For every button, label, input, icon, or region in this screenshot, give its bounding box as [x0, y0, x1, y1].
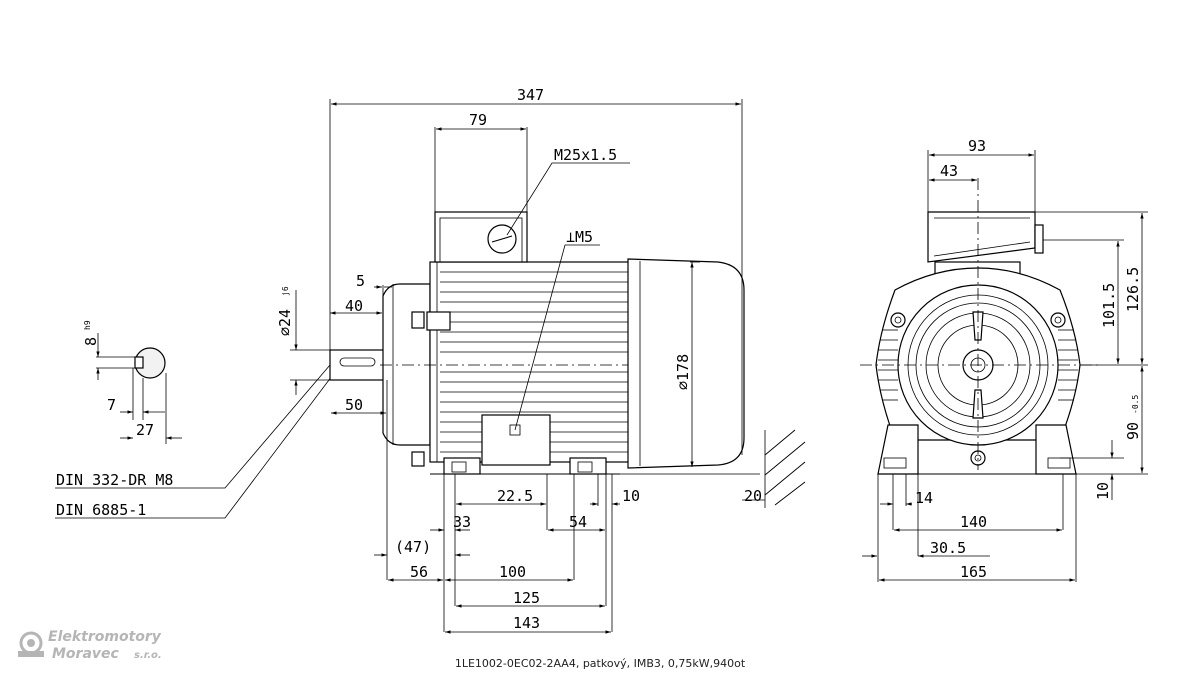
- company-logo: [18, 631, 44, 657]
- drawing-caption: 1LE1002-0EC02-2AA4, patkový, IMB3, 0,75k…: [455, 657, 746, 670]
- dim-143: 143: [513, 614, 540, 632]
- dim-ground-20: 20: [744, 487, 762, 505]
- dim-front-30-5: 30.5: [930, 539, 966, 557]
- note-din-332: DIN 332-DR M8: [56, 471, 173, 489]
- logo-suffix: s.r.o.: [134, 650, 162, 661]
- dim-shaft-tolerance: j6: [281, 286, 290, 296]
- dim-overall-length: 347: [517, 86, 544, 104]
- logo-line-2: Moravec: [52, 646, 120, 662]
- dim-front-93: 93: [968, 137, 986, 155]
- dim-key-length: 40: [345, 297, 363, 315]
- dim-front-43: 43: [940, 162, 958, 180]
- din-leader-lines: [55, 364, 339, 519]
- dim-front-101-5: 101.5: [1100, 283, 1118, 328]
- dim-front-126-5: 126.5: [1124, 267, 1142, 312]
- dim-125: 125: [513, 589, 540, 607]
- dim-22-5: 22.5: [497, 487, 533, 505]
- dim-foot-10: 10: [622, 487, 640, 505]
- dim-terminal-box: 79: [469, 111, 487, 129]
- note-din-6885: DIN 6885-1: [56, 501, 146, 519]
- dim-front-140: 140: [960, 513, 987, 531]
- dim-key-27: 27: [136, 421, 154, 439]
- dim-front-14: 14: [915, 489, 933, 507]
- motor-side-view: [329, 211, 745, 475]
- dim-shaft-length: 50: [345, 396, 363, 414]
- dim-100: 100: [499, 563, 526, 581]
- dim-54: 54: [569, 513, 587, 531]
- dim-front-165: 165: [960, 563, 987, 581]
- dim-key-tolerance: h9: [83, 320, 92, 330]
- dim-front-10: 10: [1094, 482, 1112, 500]
- dim-shaft-shoulder: 5: [356, 272, 365, 290]
- front-view-dimension-lines: [862, 150, 1148, 582]
- dim-47: (47): [395, 538, 431, 556]
- side-view-dimension-lines: [290, 99, 806, 634]
- dim-shaft-diameter: ⌀24: [276, 309, 294, 336]
- motor-front-view: [860, 178, 1100, 475]
- dim-56: 56: [410, 563, 428, 581]
- dim-front-90: 90: [1124, 422, 1142, 440]
- dim-cable-gland: M25x1.5: [554, 146, 617, 164]
- dim-key-width: 8: [82, 337, 100, 346]
- dim-body-diameter: ⌀178: [674, 354, 692, 390]
- logo-line-1: Elektromotory: [48, 629, 162, 645]
- dim-key-7: 7: [107, 396, 116, 414]
- dim-earth-screw: ⊥M5: [566, 228, 593, 246]
- shaft-key-section: [96, 333, 182, 444]
- dim-front-90-tolerance: -0.5: [1131, 395, 1140, 414]
- dim-33: 33: [453, 513, 471, 531]
